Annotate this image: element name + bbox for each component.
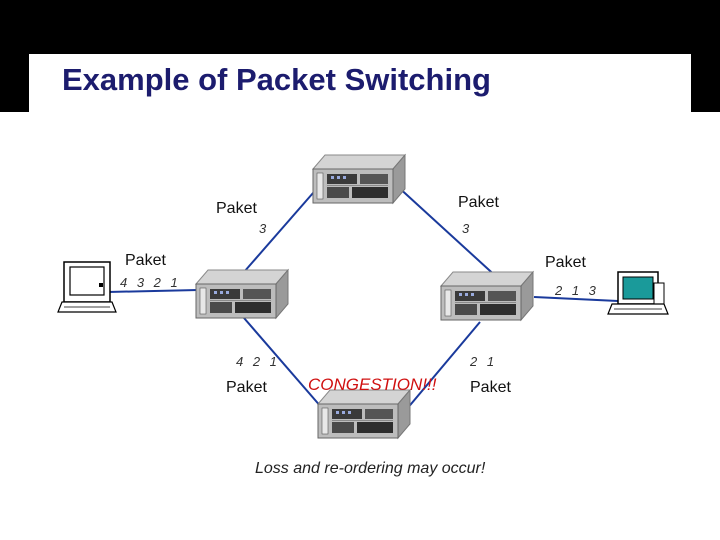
- caption-note: Loss and re-ordering may occur!: [255, 460, 486, 477]
- computer-icon: [57, 261, 117, 313]
- terminal-icon: [607, 271, 669, 315]
- congestion-label: CONGESTION!!!: [308, 375, 437, 394]
- router-icon: [312, 154, 406, 204]
- link-computer-router-left: [107, 289, 199, 293]
- paket-label: Paket: [470, 379, 511, 396]
- link-top-right: [395, 184, 501, 281]
- slide-title: Example of Packet Switching: [62, 62, 491, 97]
- packet-sequence: 4 2 1: [236, 354, 280, 369]
- router-icon: [195, 269, 289, 319]
- packet-sequence: 2 1: [469, 354, 497, 369]
- paket-label: Paket: [545, 254, 586, 271]
- link-router-right-terminal: [533, 296, 619, 302]
- packet-sequence: 3: [259, 221, 269, 236]
- router-icon: [317, 389, 411, 439]
- packet-sequence: 4 3 2 1: [120, 275, 181, 290]
- router-icon: [440, 271, 534, 321]
- paket-label: Paket: [226, 379, 267, 396]
- paket-label: Paket: [125, 252, 166, 269]
- packet-sequence: 3: [462, 221, 472, 236]
- link-left-bottom: [243, 317, 323, 409]
- link-bottom-right: [405, 321, 481, 411]
- link-left-top: [243, 184, 321, 273]
- title-banner: [29, 54, 691, 112]
- paket-label: Paket: [216, 200, 257, 217]
- packet-sequence: 2 1 3: [554, 283, 599, 298]
- paket-label: Paket: [458, 194, 499, 211]
